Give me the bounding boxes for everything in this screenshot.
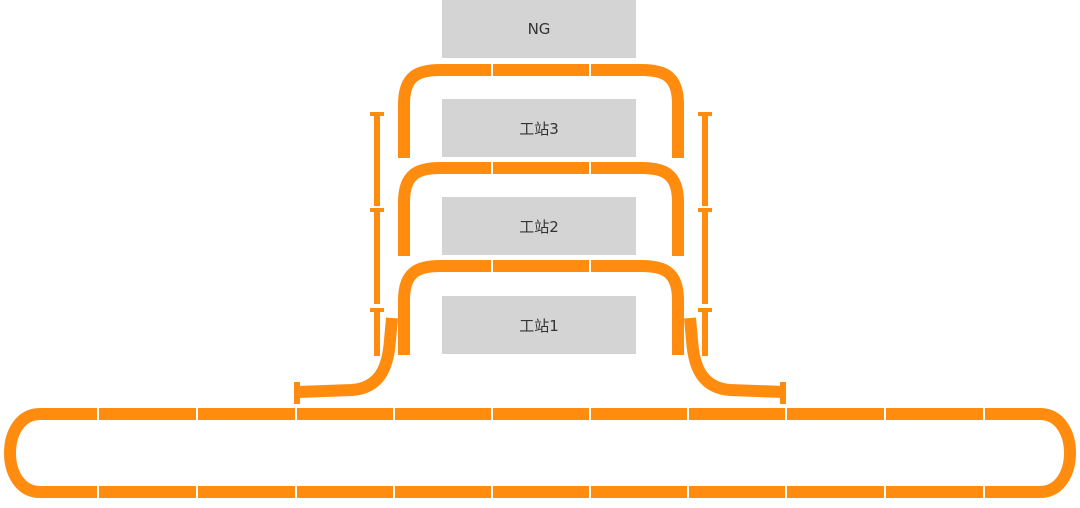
station1-box: 工站1 bbox=[442, 296, 636, 354]
station3-label: 工站3 bbox=[519, 119, 559, 138]
main-loop-left-curve bbox=[4, 408, 41, 498]
branch-left-stop bbox=[294, 382, 300, 404]
branch-right-transfer bbox=[684, 317, 785, 398]
ng-station-label: NG bbox=[527, 20, 551, 38]
station1-loop bbox=[374, 258, 708, 356]
station2-box: 工站2 bbox=[442, 197, 636, 255]
main-loop-joints bbox=[97, 406, 985, 500]
branch-left-transfer bbox=[297, 317, 398, 398]
station2-loop bbox=[374, 160, 708, 304]
main-loop-right-curve bbox=[1039, 408, 1076, 498]
branch-right-stop bbox=[780, 382, 786, 404]
station2-label: 工站2 bbox=[519, 217, 559, 236]
station3-loop bbox=[374, 62, 708, 206]
branch-transfer bbox=[294, 317, 786, 404]
station1-label: 工站1 bbox=[519, 316, 559, 335]
side-rail-caps bbox=[370, 112, 712, 312]
main-loop-conveyor bbox=[4, 406, 1076, 500]
station3-box: 工站3 bbox=[442, 99, 636, 157]
ng-station-box: NG bbox=[442, 0, 636, 58]
